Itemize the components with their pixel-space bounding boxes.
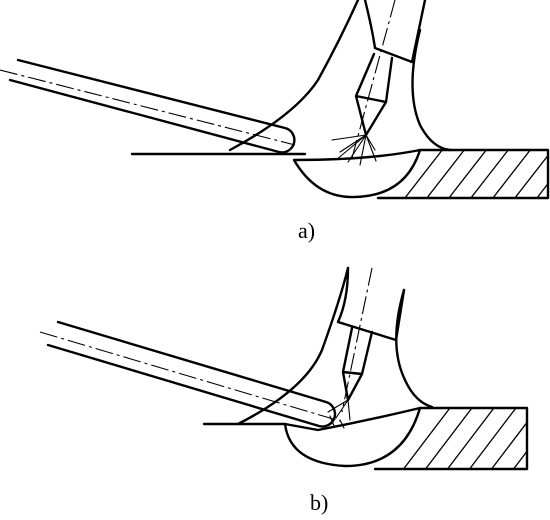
- panel-a: [0, 0, 550, 200]
- gas-shield-b: [236, 266, 434, 426]
- hatched-section-a: [379, 150, 548, 198]
- hatched-section-b: [379, 408, 527, 469]
- arc-rays-b: [327, 399, 351, 421]
- torch-centerline-b: [341, 267, 373, 413]
- torch-nozzle-b: [336, 266, 406, 342]
- caption-a: a): [298, 218, 316, 243]
- contact-marks-b: [329, 415, 345, 429]
- gas-shield-a: [228, 0, 452, 152]
- weld-pool-b: [283, 406, 422, 468]
- filler-rod-a: [8, 58, 296, 154]
- rod-centerline-b: [39, 331, 341, 422]
- caption-b: b): [310, 490, 329, 515]
- filler-rod-b: [46, 320, 337, 428]
- rod-centerline-a: [0, 69, 296, 146]
- weld-pool-a: [292, 148, 422, 199]
- panel-b: [39, 266, 529, 471]
- base-plate-a: [130, 148, 550, 200]
- torch-centerline-a: [351, 0, 396, 159]
- arc-rays-a: [331, 134, 377, 166]
- base-plate-b: [202, 406, 529, 471]
